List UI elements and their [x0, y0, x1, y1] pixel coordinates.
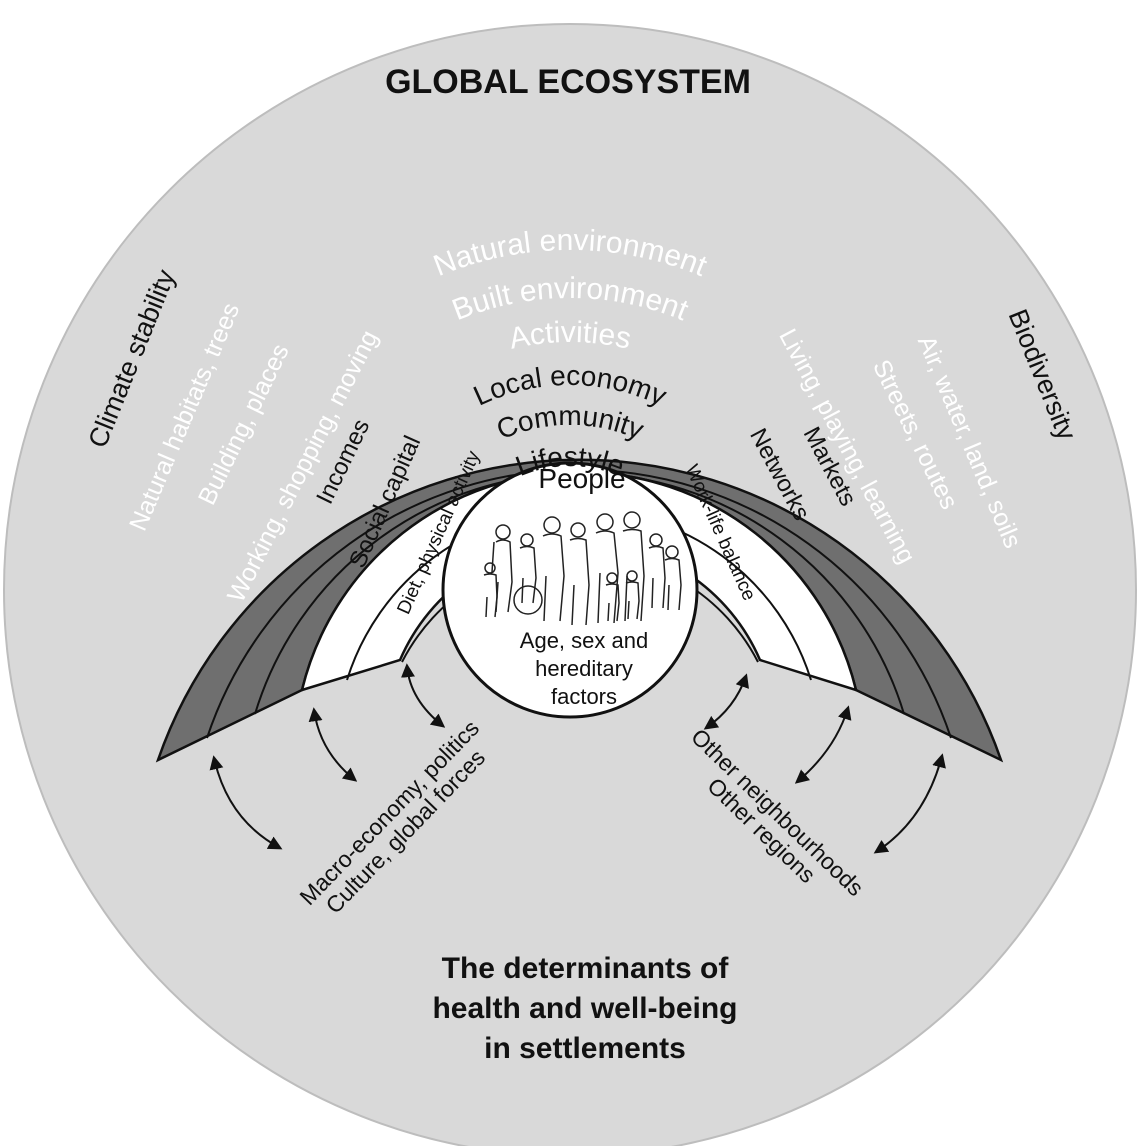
- arrow-right-1: [703, 673, 749, 730]
- arrow-left-2: [308, 707, 358, 782]
- people-figures-icon: [483, 511, 682, 626]
- people-line-1: Age, sex and: [520, 628, 648, 653]
- global-ecosystem-title: GLOBAL ECOSYSTEM: [385, 63, 751, 101]
- people-line-2: hereditary: [535, 656, 633, 681]
- caption-line-1: The determinants of: [442, 952, 730, 985]
- arrow-left-3: [401, 663, 446, 728]
- arrow-left-1: [209, 755, 283, 850]
- people-line-3: factors: [551, 684, 617, 709]
- caption-line-2: health and well-being: [432, 992, 737, 1025]
- external-arrows: [209, 663, 946, 854]
- arrow-right-3: [873, 753, 946, 854]
- caption-line-3: in settlements: [484, 1032, 686, 1065]
- people-title: People: [538, 463, 625, 494]
- arrow-right-2: [794, 705, 852, 784]
